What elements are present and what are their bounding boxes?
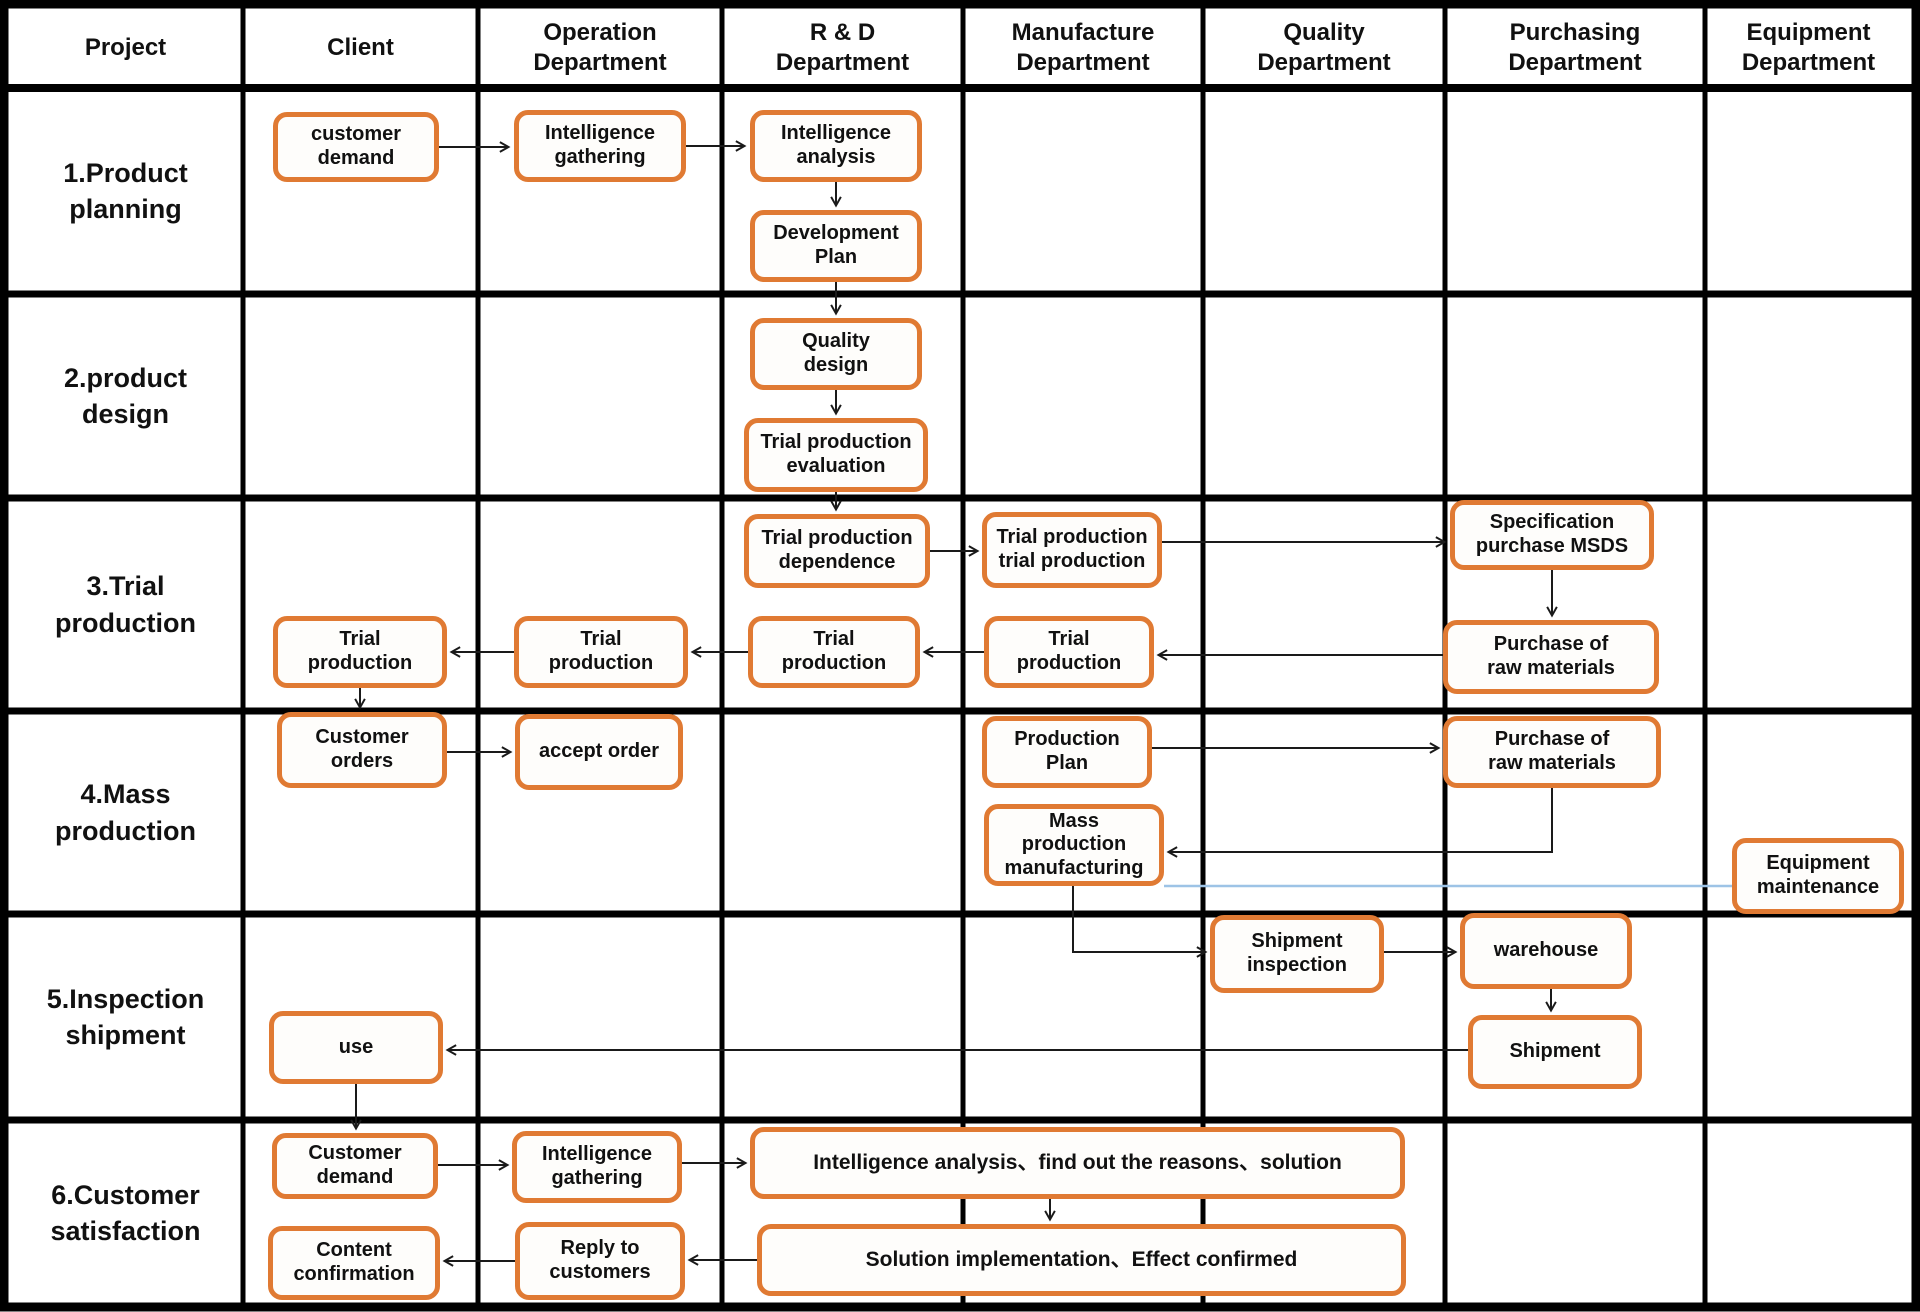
row-label-product-planning: 1.Product planning: [63, 157, 188, 224]
node-intelligence-gathering-2: Intelligence gathering: [512, 1131, 682, 1203]
node-intelligence-gathering: Intelligence gathering: [514, 110, 686, 182]
node-trial-production-manufacture: Trial production: [984, 616, 1154, 688]
node-shipment: Shipment: [1468, 1015, 1642, 1089]
node-trial-production-dependence: Trial production dependence: [744, 514, 930, 588]
column-header-rd: R & D Department: [775, 19, 910, 76]
node-development-plan: Development Plan: [750, 210, 922, 282]
column-header-purchasing: Purchasing Department: [1508, 19, 1642, 76]
column-header-client: Client: [327, 34, 394, 61]
node-warehouse: warehouse: [1460, 913, 1632, 989]
column-header-operation: Operation Department: [533, 19, 667, 76]
arrow-purchase2-to-massprod: [1166, 788, 1553, 858]
node-trial-production-rd: Trial production: [748, 616, 920, 688]
node-trial-production-operation: Trial production: [514, 616, 688, 688]
column-header-manufacture: Manufacture Department: [1011, 19, 1155, 76]
row-label-customer-satisfaction: 6.Customer satisfaction: [50, 1179, 201, 1246]
node-purchase-raw-materials-trial: Purchase of raw materials: [1443, 620, 1659, 694]
node-shipment-inspection: Shipment inspection: [1210, 915, 1384, 993]
node-accept-order: accept order: [515, 714, 683, 790]
node-customer-orders: Customer orders: [277, 712, 447, 788]
row-label-trial-production: 3.Trial production: [55, 571, 196, 638]
column-header-equipment: Equipment Department: [1741, 19, 1876, 76]
node-reply-to-customers: Reply to customers: [515, 1222, 685, 1300]
node-equipment-maintenance: Equipment maintenance: [1732, 838, 1904, 914]
column-header-quality: Quality Department: [1257, 19, 1391, 76]
node-purchase-raw-materials-mass: Purchase of raw materials: [1443, 716, 1661, 788]
row-label-product-design: 2.product design: [63, 362, 187, 429]
node-mass-production-manufacturing: Mass production manufacturing: [984, 804, 1164, 886]
node-production-plan: Production Plan: [982, 716, 1152, 788]
node-customer-demand: customer demand: [273, 112, 439, 182]
node-trial-production-evaluation: Trial production evaluation: [744, 418, 928, 492]
node-content-confirmation: Content confirmation: [268, 1226, 440, 1300]
node-quality-design: Quality design: [750, 318, 922, 390]
node-intelligence-analysis-reasons-solution: Intelligence analysis、find out the reaso…: [750, 1127, 1405, 1199]
row-label-mass-production: 4.Mass production: [55, 779, 196, 846]
node-intelligence-analysis: Intelligence analysis: [750, 110, 922, 182]
column-header-project: Project: [84, 34, 167, 61]
arrow-massprod-to-inspection: [1072, 886, 1208, 958]
flow-arrows: [350, 140, 1732, 1267]
node-trial-production-trial-production: Trial production trial production: [982, 512, 1162, 588]
row-label-inspection-shipment: 5.Inspection shipment: [46, 983, 205, 1050]
node-trial-production-client: Trial production: [273, 616, 447, 688]
node-specification-purchase-msds: Specification purchase MSDS: [1450, 500, 1654, 570]
node-use: use: [269, 1011, 443, 1084]
node-customer-demand-2: Customer demand: [272, 1133, 438, 1199]
node-solution-implementation-effect-confirmed: Solution implementation、Effect confirmed: [757, 1224, 1406, 1296]
